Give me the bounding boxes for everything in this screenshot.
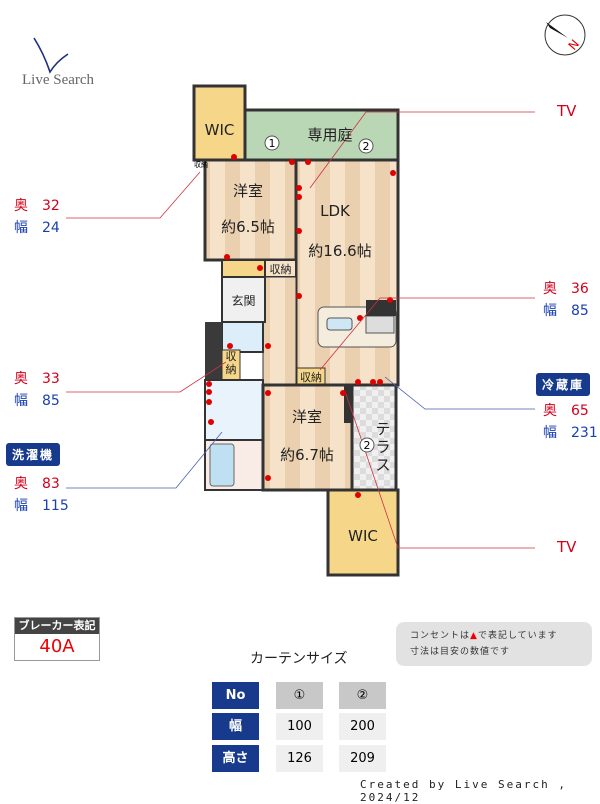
stove [365, 315, 395, 334]
ldk [294, 158, 400, 387]
entrance [221, 276, 266, 323]
wic-bottom-label: WIC [348, 527, 378, 545]
terrace-label: テラス [375, 420, 391, 474]
garden [243, 108, 400, 162]
curtain-header-height: 高さ [212, 745, 259, 772]
western-room-2 [261, 383, 354, 492]
corridor [262, 276, 297, 386]
ldk-name: LDK [320, 202, 350, 220]
washer-tag: 洗濯機 [6, 443, 61, 466]
note-line1-pre: コンセントは [410, 631, 471, 641]
fridge-wall [366, 300, 396, 316]
note-line1-post: で表記しています [477, 631, 558, 641]
window-marker-1: 1 [269, 137, 276, 150]
storage-small-label: 収納 [225, 350, 237, 376]
terrace [350, 383, 398, 492]
western-room-2-name: 洋室 [291, 408, 322, 426]
note-box: コンセントは▲で表記しています 寸法は目安の数値です [396, 622, 592, 666]
outlet-markers [206, 154, 396, 498]
curtain-no-2: ② [339, 682, 386, 709]
wic-top-label: WIC [204, 121, 235, 139]
logo-text: Live Search [22, 72, 95, 88]
entrance-label: 玄関 [231, 294, 256, 308]
floor-plan: 1 2 2 [66, 84, 535, 577]
curtain-header-no: No [212, 682, 259, 709]
breaker-box: ブレーカー表記 40A [14, 617, 100, 661]
storage-2-label: 収納 [300, 371, 322, 384]
breaker-value: 40A [39, 636, 75, 657]
curtain-width-2: 200 [339, 713, 386, 740]
washroom [204, 379, 264, 441]
tv-bottom-label: TV [557, 538, 577, 556]
western-room-1 [203, 158, 298, 262]
rooms [192, 84, 400, 577]
window-marker-2: 2 [363, 140, 370, 153]
western-room-1-name: 洋室 [232, 182, 263, 200]
curtain-header-width: 幅 [212, 713, 259, 740]
ldk-size: 約16.6帖 [308, 242, 372, 260]
dark-wall [205, 322, 222, 385]
window-marker-2-terrace: 2 [364, 439, 371, 452]
curtain-height-2: 209 [339, 745, 386, 772]
curtain-height-1: 126 [276, 745, 323, 772]
note-line2: 寸法は目安の数値です [410, 647, 511, 657]
storage-3-label: 収納 [194, 161, 208, 169]
curtain-no-1: ① [276, 682, 323, 709]
western-room-1-size: 約6.5帖 [221, 218, 275, 236]
fridge-tag: 冷蔵庫 [536, 373, 591, 396]
bathtub [209, 443, 235, 487]
pillar [344, 385, 352, 423]
wic-bottom [326, 488, 400, 577]
outlet-icon: ▲ [470, 631, 478, 641]
logo-mark [33, 37, 69, 74]
window-markers: 1 2 2 [264, 135, 375, 453]
storage-2-box [296, 367, 326, 385]
compass-icon: N [544, 14, 586, 56]
footer-credit: Created by Live Search , 2024/12 [360, 778, 567, 804]
garden-label: 専用庭 [307, 126, 353, 144]
western-room-2-size: 約6.7帖 [280, 446, 334, 464]
curtain-width-1: 100 [276, 713, 323, 740]
sink [326, 317, 353, 331]
storage-1-label: 収納 [269, 263, 292, 276]
tv-top-label: TV [557, 102, 577, 120]
curtain-title: カーテンサイズ [250, 651, 348, 667]
breaker-header: ブレーカー表記 [15, 618, 99, 634]
